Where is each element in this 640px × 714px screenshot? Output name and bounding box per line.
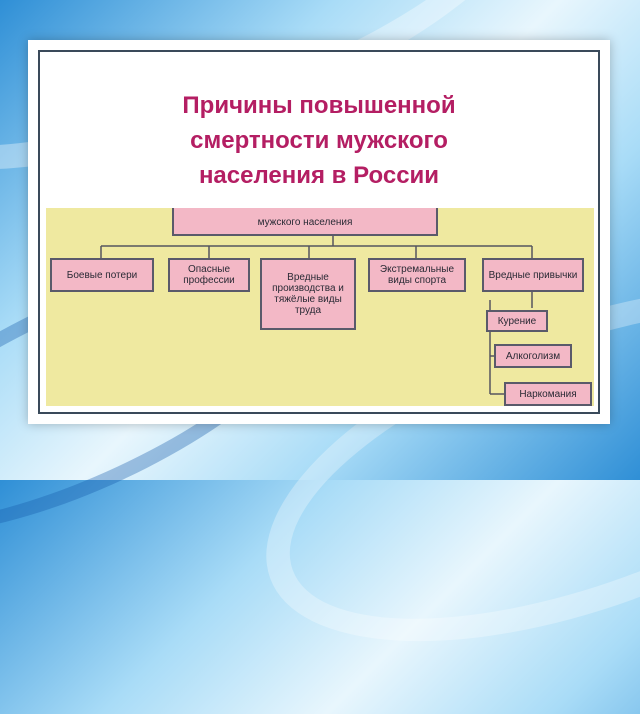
category-label: Экстремальные виды спорта <box>379 264 455 286</box>
root-box: мужского населения <box>172 208 438 236</box>
habit-label: Наркомания <box>519 388 577 400</box>
title-line-1: Причины повышенной <box>182 92 456 119</box>
habit-box-drug-addiction: Наркомания <box>504 382 592 406</box>
habit-box-smoking: Курение <box>486 310 548 332</box>
category-box-dangerous-professions: Опасные профессии <box>168 258 250 292</box>
title-line-2: смертности мужского <box>190 127 448 154</box>
category-label: Вредные производства и тяжёлые виды труд… <box>272 272 344 316</box>
category-label: Вредные привычки <box>488 269 578 281</box>
slide-title: Причины повышенной смертности мужского н… <box>28 88 610 193</box>
category-box-bad-habits: Вредные привычки <box>482 258 584 292</box>
category-box-extreme-sports: Экстремальные виды спорта <box>368 258 466 292</box>
habit-box-alcoholism: Алкоголизм <box>494 344 572 368</box>
habit-label: Алкоголизм <box>505 350 561 362</box>
category-label: Опасные профессии <box>183 264 235 286</box>
habit-label: Курение <box>497 315 537 327</box>
root-label: мужского населения <box>257 217 353 228</box>
category-box-combat-losses: Боевые потери <box>50 258 154 292</box>
title-line-3: населения в России <box>198 162 440 189</box>
category-box-harmful-production: Вредные производства и тяжёлые виды труд… <box>260 258 356 330</box>
category-label: Боевые потери <box>66 269 138 281</box>
causes-diagram: мужского населения Боевые потери Опасные… <box>46 208 594 406</box>
slide-frame <box>38 50 600 414</box>
